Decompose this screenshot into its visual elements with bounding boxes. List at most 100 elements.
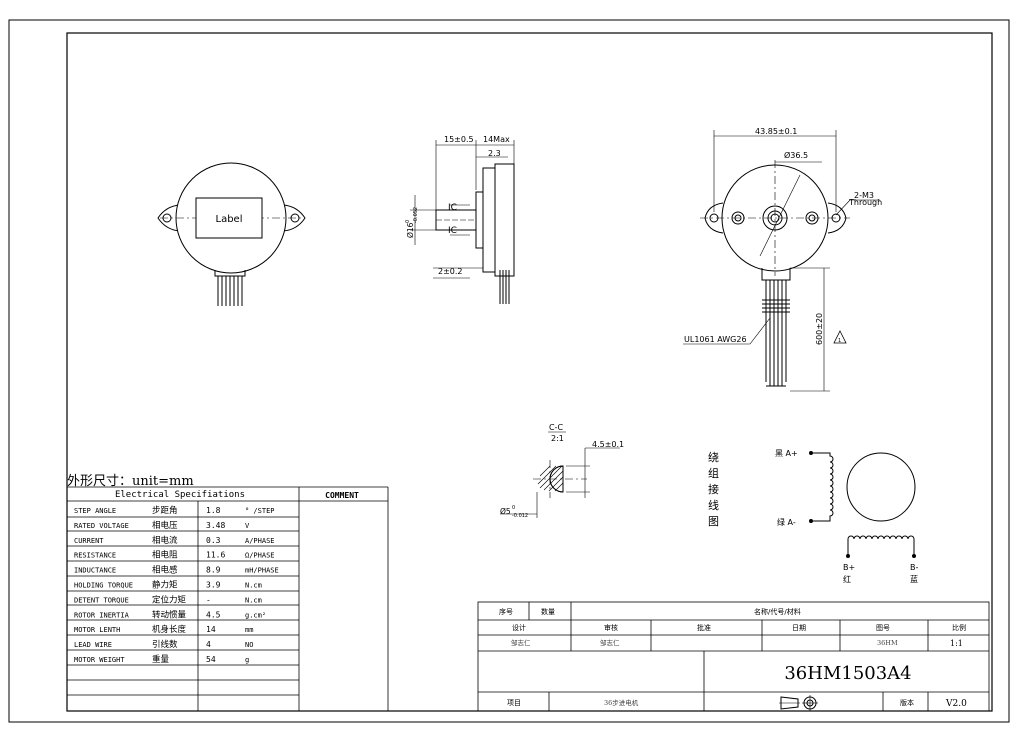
spec-unit: N.cm — [245, 582, 262, 590]
spec-value: 8.9 — [206, 566, 221, 575]
tb-drawing-no-val: 36HM — [877, 639, 898, 647]
spec-value: 11.6 — [206, 551, 225, 560]
wiring-b-minus-color: 蓝 — [910, 574, 918, 584]
tb-version-label: 版本 — [900, 698, 914, 707]
tb-seq: 序号 — [499, 607, 513, 616]
wiring-diagram — [809, 451, 916, 558]
spec-unit: g.cm² — [245, 611, 266, 619]
spec-value: 4 — [206, 640, 211, 649]
tb-date: 日期 — [792, 624, 806, 632]
comment-header: COMMENT — [325, 491, 359, 500]
label-text: Label — [216, 214, 243, 225]
spec-unit: ° /STEP — [245, 507, 275, 515]
lead-length-label: 600±20 — [815, 313, 824, 345]
tb-scale-label: 比例 — [952, 623, 966, 632]
tb-reviewer: 邹志仁 — [600, 638, 620, 647]
dim-shaft-tol: -0.052 — [413, 207, 419, 223]
spec-value: 3.9 — [206, 581, 221, 590]
spec-unit: N.cm — [245, 596, 262, 604]
dim-2-3: 2.3 — [488, 149, 501, 158]
wiring-char-5: 图 — [708, 515, 719, 528]
section-view — [500, 431, 620, 518]
mount-holes-label: 2-M3 — [854, 191, 874, 200]
wiring-char-2: 组 — [708, 466, 719, 480]
section-flat-dim: 4.5±0.1 — [592, 440, 624, 449]
dim-2-02: 2±0.2 — [438, 267, 463, 276]
spec-unit: Ω/PHASE — [245, 552, 275, 560]
section-scale: 2:1 — [551, 434, 564, 443]
spec-value: 1.8 — [206, 506, 221, 515]
spec-unit: mm — [245, 626, 253, 634]
spec-value: - — [206, 595, 211, 604]
spec-name-en: INDUCTANCE — [74, 567, 116, 575]
spec-name-en: RESISTANCE — [74, 552, 116, 560]
warning-symbol: 1 — [838, 338, 841, 344]
wiring-a-plus: 黑 A+ — [775, 449, 798, 458]
spec-name-cn: 引线数 — [152, 639, 178, 650]
section-dia-tol-top: 0 — [512, 505, 515, 511]
projection-symbol-icon — [779, 695, 818, 711]
spec-name-cn: 相电压 — [152, 520, 178, 531]
outer-frame — [8, 19, 1010, 723]
spec-name-en: LEAD WIRE — [74, 641, 112, 649]
dim-36-5: Ø36.5 — [784, 150, 808, 160]
ic-label-top: IC — [448, 203, 457, 213]
tb-drawing-no: 图号 — [876, 624, 890, 632]
wiring-b-plus-color: 红 — [843, 574, 851, 584]
section-dia-tol: -0.012 — [512, 513, 528, 519]
spec-name-cn: 机身长度 — [152, 624, 187, 635]
spec-name-en: RATED VOLTAGE — [74, 522, 129, 530]
spec-unit: mH/PHASE — [245, 567, 279, 575]
spec-name-cn: 相电阻 — [152, 550, 178, 561]
wiring-b-plus: B+ — [843, 563, 855, 572]
tb-review: 审核 — [604, 623, 618, 632]
spec-table-grid — [67, 486, 389, 711]
spec-name-en: MOTOR LENTH — [74, 626, 120, 634]
wiring-a-minus: 绿 A- — [777, 518, 796, 527]
spec-name-cn: 静力矩 — [152, 580, 178, 591]
spec-name-cn: 相电流 — [152, 535, 178, 546]
wiring-char-1: 绕 — [708, 451, 719, 464]
spec-table-title: Electrical Specifiations — [115, 490, 245, 500]
unit-heading: 外形尺寸：unit=mm — [67, 474, 194, 489]
wire-spec-label: UL1061 AWG26 — [684, 335, 747, 344]
tb-name: 名称/代号/材料 — [754, 607, 801, 616]
spec-value: 14 — [206, 625, 216, 634]
dim-43-85: 43.85±0.1 — [755, 127, 797, 136]
front-view-right — [683, 130, 880, 392]
tb-design: 设计 — [512, 623, 526, 632]
spec-name-en: HOLDING TORQUE — [74, 582, 133, 590]
tb-project: 项目 — [507, 699, 521, 707]
title-block-grid — [477, 601, 990, 712]
dim-14max: 14Max — [483, 135, 510, 144]
spec-name-en: CURRENT — [74, 537, 104, 545]
dim-15: 15±0.5 — [444, 135, 474, 144]
inner-frame — [66, 32, 993, 712]
spec-name-en: ROTOR INERTIA — [74, 611, 130, 619]
tb-version-val: V2.0 — [945, 699, 967, 709]
section-title: C-C — [549, 423, 563, 432]
wiring-char-4: 线 — [708, 498, 719, 512]
spec-unit: V — [245, 522, 250, 530]
spec-name-cn: 定位力矩 — [152, 594, 187, 605]
wiring-b-minus: B- — [910, 563, 918, 572]
spec-name-cn: 转动惯量 — [152, 609, 187, 620]
tb-scale-val: 1:1 — [950, 639, 963, 648]
mount-through-label: Through — [848, 198, 882, 207]
dim-shaft: Ø16 — [406, 222, 415, 238]
spec-unit: g — [245, 656, 249, 664]
spec-name-en: MOTOR WEIGHT — [74, 656, 125, 664]
spec-value: 0.3 — [206, 536, 221, 545]
side-view — [410, 140, 515, 304]
spec-name-cn: 重量 — [152, 654, 170, 665]
tb-approve: 批准 — [697, 623, 711, 632]
tb-designer: 邹志仁 — [511, 638, 531, 647]
tb-qty: 数量 — [541, 607, 555, 616]
spec-value: 54 — [206, 655, 216, 664]
spec-value: 4.5 — [206, 610, 221, 619]
spec-name-cn: 相电感 — [152, 565, 178, 576]
section-dia: Ø5 — [500, 507, 511, 516]
